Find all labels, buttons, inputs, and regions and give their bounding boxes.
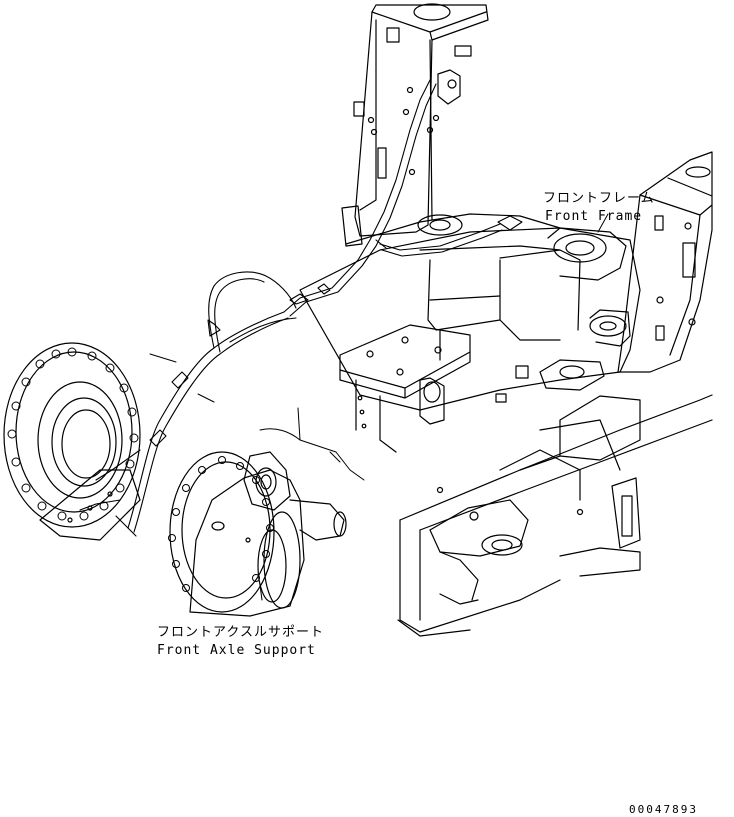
leader-lines (150, 214, 608, 600)
front-axle-support-callout-jp: フロントアクスルサポート (157, 625, 324, 640)
front-frame-upper-post (342, 4, 488, 246)
center-mount-plate (340, 325, 604, 452)
frame-bolt-holes (369, 88, 439, 175)
drawing-code: 00047893 (629, 803, 698, 816)
rear-lower-frame (398, 395, 712, 636)
front-frame-callout-en: Front Frame (545, 209, 643, 224)
ring-bolt-pattern (8, 348, 138, 520)
front-frame-callout-jp: フロントフレーム (543, 191, 655, 206)
front-axle-support (169, 452, 347, 616)
front-axle-support-callout-en: Front Axle Support (157, 643, 316, 658)
brake-hose-routing (80, 80, 522, 536)
left-gear-ring (4, 343, 140, 540)
front-frame-right-post (618, 152, 712, 372)
front-frame-body (300, 214, 640, 410)
